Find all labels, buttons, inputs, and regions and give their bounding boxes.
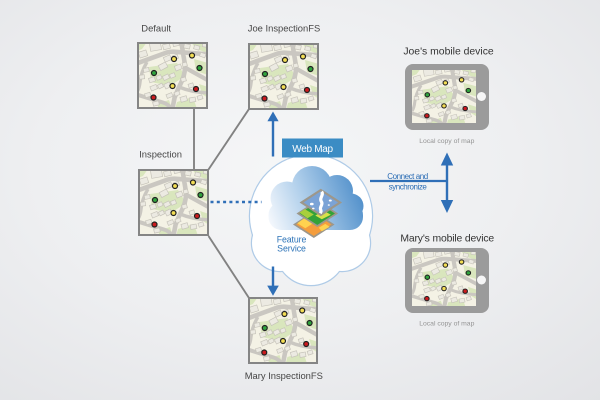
svg-text:Mary InspectionFS: Mary InspectionFS: [245, 370, 323, 381]
svg-text:synchronize: synchronize: [389, 183, 428, 192]
svg-text:Joe's mobile device: Joe's mobile device: [403, 47, 494, 58]
svg-text:Connect and: Connect and: [387, 172, 427, 181]
svg-text:Feature: Feature: [277, 235, 307, 245]
svg-text:Local copy of map: Local copy of map: [419, 138, 474, 145]
svg-text:Web Map: Web Map: [292, 144, 333, 155]
svg-text:Inspection: Inspection: [139, 149, 182, 160]
svg-text:Default: Default: [141, 23, 171, 34]
svg-text:Mary's mobile device: Mary's mobile device: [400, 234, 494, 245]
svg-text:Joe InspectionFS: Joe InspectionFS: [248, 23, 320, 34]
svg-text:Local copy of map: Local copy of map: [419, 321, 474, 328]
svg-text:Service: Service: [277, 244, 306, 254]
